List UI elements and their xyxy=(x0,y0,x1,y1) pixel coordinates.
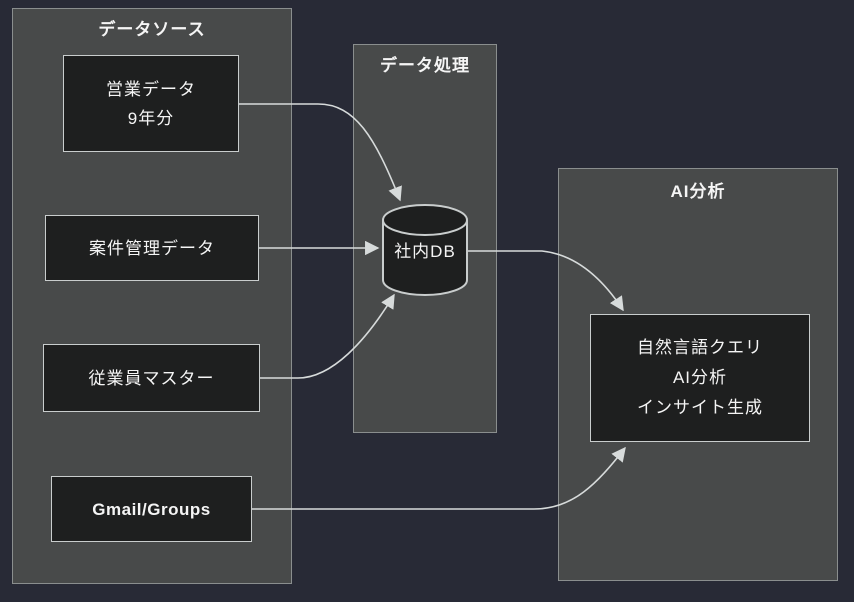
node-sales-data-line1: 営業データ xyxy=(106,79,196,99)
node-employee-master-label: 従業員マスター xyxy=(88,368,215,388)
node-ai-insights-line2: AI分析 xyxy=(672,368,728,387)
node-ai-insights: 自然言語クエリ AI分析 インサイト生成 xyxy=(590,314,810,442)
node-project-management-data-label: 案件管理データ xyxy=(89,238,215,258)
node-sales-data: 営業データ 9年分 xyxy=(63,55,239,152)
group-title-ai-analysis: AI分析 xyxy=(670,182,726,201)
group-title-data-sources: データソース xyxy=(98,20,206,39)
node-employee-master: 従業員マスター xyxy=(43,344,260,412)
node-ai-insights-line1: 自然言語クエリ xyxy=(637,338,763,357)
node-sales-data-line2: 9年分 xyxy=(127,108,175,128)
node-internal-db-label: 社内DB xyxy=(394,242,456,261)
node-gmail-groups-label: Gmail/Groups xyxy=(92,499,211,519)
group-title-data-processing: データ処理 xyxy=(380,56,470,75)
node-gmail-groups: Gmail/Groups xyxy=(51,476,252,542)
node-ai-insights-line3: インサイト生成 xyxy=(637,398,763,417)
node-project-management-data: 案件管理データ xyxy=(45,215,259,281)
